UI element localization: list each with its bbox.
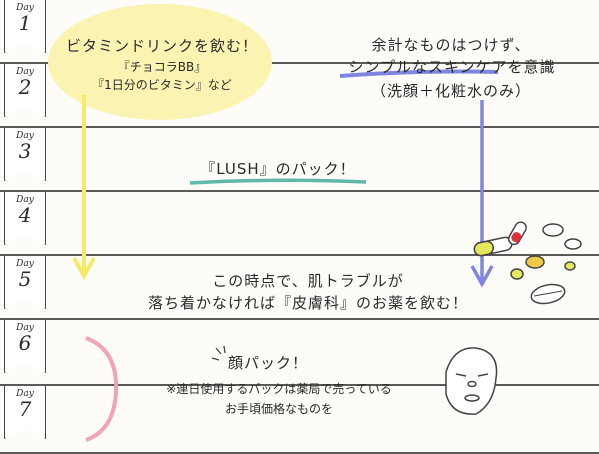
day-number: 6 [18,331,32,355]
face-pack-note-1: ※連日使用するパックは薬局で売っている [166,382,392,396]
day-word: Day [16,389,34,399]
drink-title: ビタミンドリンクを飲む！ [65,37,258,55]
day-word: Day [16,195,34,205]
day-7-tag: Day 7 [4,386,46,439]
drink-item-1: 『チョコラBB』 [117,60,207,74]
face-mask-icon [445,347,498,415]
face-pack-note-2: お手頃価格なものを [224,402,333,416]
yellow-arrow-head [72,257,96,281]
blue-underline [339,69,499,78]
drink-item-2: 『1日分のビタミン』など [92,78,232,92]
day-separator [0,62,599,64]
day-word: Day [16,259,34,269]
dermatology-line-2: 落ち着かなければ『皮膚科』のお薬を飲む！ [147,294,468,312]
day-2-tag: Day 2 [4,64,46,117]
yellow-highlight-blob [48,4,272,120]
pills-icon [473,221,582,305]
day-number: 3 [18,139,32,163]
day-4-tag: Day 4 [4,192,46,245]
day-word: Day [16,323,34,333]
day-number: 5 [18,267,32,291]
teal-underline [189,178,367,185]
skincare-line-1: 余計なものはつけず、 [371,36,531,54]
day-word: Day [16,3,34,13]
face-pack-title: 顔パック！ [228,354,309,372]
day-number: 7 [18,397,32,421]
day-6-tag: Day 6 [4,320,46,373]
sparkle-icon [211,345,226,361]
day-separator [0,318,599,320]
skincare-line-3: （洗顔＋化粧水のみ） [370,82,531,100]
pink-bracket [85,336,119,442]
day-separator [0,190,599,192]
blue-arrow-head [470,265,494,288]
day-number: 2 [18,75,32,99]
day-separator [0,126,599,128]
day-separator [0,452,599,454]
skincare-line-2: シンプルなスキンケアを意識 [348,58,556,76]
day-word: Day [16,131,34,141]
day-word: Day [16,67,34,77]
lush-pack-note: 『LUSH』のパック！ [200,160,356,178]
dermatology-line-1: この時点で、肌トラブルが [212,272,404,290]
day-3-tag: Day 3 [4,128,46,181]
day-separator [0,384,599,386]
day-separator [0,254,599,256]
day-number: 1 [18,11,32,35]
day-number: 4 [18,203,32,227]
